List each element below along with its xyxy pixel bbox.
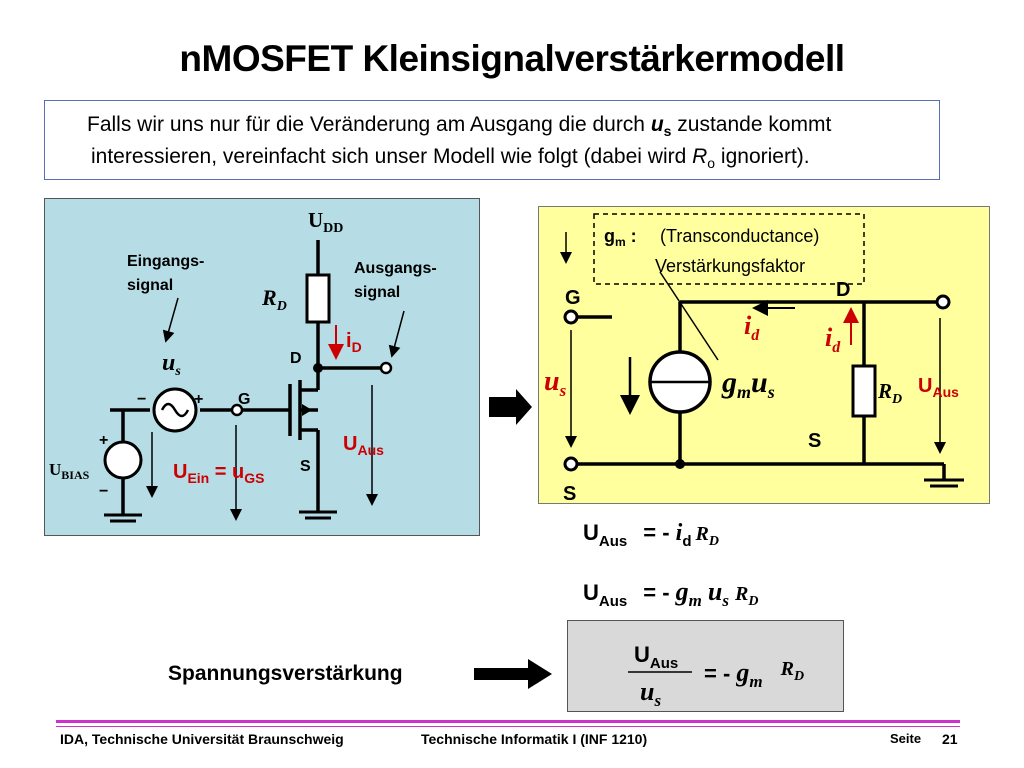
footer-institution: IDA, Technische Universität Braunschweig (60, 731, 344, 747)
intro-line-2: interessieren, vereinfacht sich unser Mo… (91, 145, 810, 171)
uaus-label: UAus (343, 433, 384, 458)
gm-callout-desc-1: (Transconductance) (660, 226, 819, 246)
ac-sine-icon (160, 402, 190, 418)
footer-divider (56, 720, 960, 723)
intro-text: zustande kommt (671, 113, 832, 136)
source-node (675, 459, 685, 469)
mosfet-circuit-panel (44, 198, 480, 536)
gain-label: Spannungsverstärkung (168, 662, 403, 685)
intro-var: u (650, 113, 664, 136)
drain-resistor (305, 273, 331, 324)
id-label: iD (346, 330, 362, 355)
gain-arrow-icon (474, 659, 552, 689)
ausgangssignal-label-2: signal (354, 284, 400, 301)
intro-textbox: Falls wir uns nur für die Veränderung am… (44, 100, 940, 180)
output-terminal (379, 361, 393, 375)
gate-terminal (563, 309, 579, 325)
gm-callout-symbol: gm : (604, 226, 637, 249)
d-label: D (836, 279, 850, 301)
gain-formula-box (567, 620, 844, 712)
eingangssignal-label-2: signal (127, 277, 173, 294)
output-signal-arrow (388, 310, 405, 358)
source-terminal (563, 456, 579, 472)
transition-arrow-icon (489, 389, 532, 425)
ground-icon (299, 510, 337, 520)
source-plus: + (194, 391, 203, 408)
gain-numerator: UAus (634, 642, 678, 672)
input-signal-arrow (162, 297, 179, 343)
drain-label: D (290, 350, 302, 367)
footer-course: Technische Informatik I (INF 1210) (421, 731, 648, 747)
left-circuit-wires (110, 240, 383, 515)
source-minus: − (137, 391, 146, 408)
small-signal-model-panel (538, 206, 990, 504)
eingangssignal-label-1: Eingangs- (127, 253, 204, 270)
drain-node (313, 363, 323, 373)
bias-plus: + (99, 432, 108, 449)
gm-callout-desc-2: Verstärkungsfaktor (655, 256, 805, 276)
rd-label: RD (877, 379, 902, 407)
intro-text: Falls wir uns nur für die Veränderung am… (87, 113, 651, 136)
intro-sub: o (707, 155, 716, 172)
ground-icon (924, 478, 964, 488)
uaus-label: UAus (918, 375, 959, 400)
s-label-node: S (808, 430, 821, 452)
gain-rhs: = - gmRD (704, 658, 804, 691)
gm-callout-pointer (659, 271, 719, 361)
us-label: us (162, 350, 181, 379)
load-resistor (851, 364, 877, 418)
gate-label: G (238, 391, 250, 408)
intro-text: ignoriert). (715, 145, 810, 168)
intro-var: R (692, 145, 708, 168)
bias-minus: − (99, 483, 108, 500)
footer-divider-thin (56, 726, 960, 727)
g-label: G (565, 287, 581, 309)
gm-callout-box (593, 213, 865, 285)
intro-line-1: Falls wir uns nur für die Veränderung am… (87, 113, 831, 139)
intro-sub: s (663, 123, 672, 140)
gate-terminal (230, 403, 244, 417)
source-label: S (300, 458, 311, 475)
udd-label: UDD (308, 208, 343, 236)
bias-source (103, 440, 143, 480)
gm-us-label: gmus (721, 366, 775, 402)
page-title: nMOSFET Kleinsignalverstärkermodell (179, 38, 845, 79)
footer-page-number: 21 (942, 731, 958, 747)
output-terminal (935, 294, 951, 310)
ubias-label: UBIAS (49, 460, 90, 482)
id-label-2: id (825, 323, 841, 356)
footer-page-label: Seite (890, 731, 922, 746)
s-label-terminal: S (563, 483, 576, 505)
rd-label: RD (261, 285, 287, 314)
ground-icon (104, 513, 142, 523)
gain-denominator: us (640, 677, 661, 710)
right-circuit-wires (576, 300, 946, 480)
id-label-1: id (744, 311, 760, 344)
transistor-arrow (302, 404, 312, 416)
ausgangssignal-label-1: Ausgangs- (354, 260, 437, 277)
uein-label: UEin = uGS (173, 461, 264, 486)
us-label: us (544, 366, 567, 400)
intro-text: interessieren, vereinfacht sich unser Mo… (91, 145, 693, 168)
